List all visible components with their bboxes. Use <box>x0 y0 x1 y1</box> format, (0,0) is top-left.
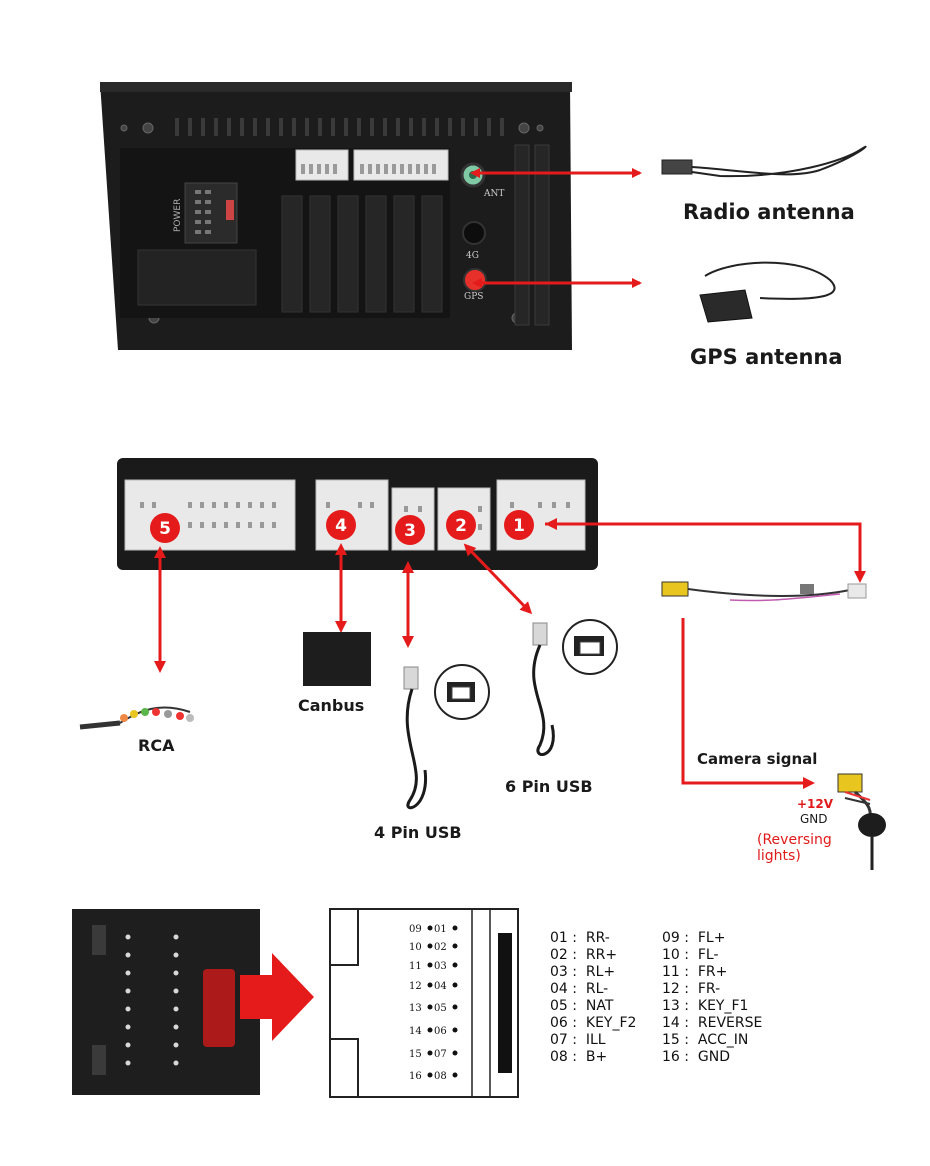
connector-5-badge <box>150 513 180 543</box>
pin-left: 11 <box>409 961 422 972</box>
pin-right: 08 <box>434 1071 447 1082</box>
power-label: POWER <box>173 199 183 232</box>
canbus-label: Canbus <box>298 696 365 715</box>
gps-antenna-device <box>699 261 836 323</box>
usb6-cable <box>532 619 618 756</box>
pin-right: 02 <box>434 942 447 953</box>
lights-label: lights) <box>757 848 801 864</box>
pin-left: 15 <box>409 1049 422 1060</box>
pin-right: 03 <box>434 961 447 972</box>
plug-arrow <box>240 953 314 1041</box>
rca-label: RCA <box>138 736 175 755</box>
connector-1-number: 1 <box>513 516 525 536</box>
pinout-entry: 09 : FL+ <box>662 930 726 946</box>
pinout-entry: 11 : FR+ <box>662 964 728 980</box>
pinout-entry: 07 : ILL <box>550 1032 606 1048</box>
pin-right: 01 <box>434 924 447 935</box>
pin-left: 09 <box>409 924 422 935</box>
pin-left: 13 <box>409 1003 422 1014</box>
pin-diagram <box>329 908 519 1098</box>
pinout-entry: 02 : RR+ <box>550 947 618 963</box>
head-unit-back-view: POWER ANT 4G GPS <box>100 82 867 350</box>
camera-signal-label: Camera signal <box>697 750 818 768</box>
pin-left: 14 <box>409 1026 422 1037</box>
pinout-entry: 04 : RL- <box>550 981 609 997</box>
4g-port <box>462 221 486 245</box>
power-plug-section: 09 01 10 02 11 03 12 04 13 05 14 06 15 07 16 08 <box>72 908 519 1098</box>
camera-harness-cable <box>661 581 867 602</box>
ant-label: ANT <box>483 189 504 199</box>
connector-5-body <box>124 479 296 551</box>
pin-right: 07 <box>434 1049 447 1060</box>
rca-cable-set <box>79 706 194 730</box>
camera-harness-arrow <box>545 522 866 583</box>
reversing-camera <box>837 773 886 870</box>
plus12v-label: +12V <box>797 797 834 811</box>
pin-left: 12 <box>409 981 422 992</box>
camera-signal-arrow <box>681 618 815 789</box>
gps-port <box>463 268 487 292</box>
pinout-entry: 14 : REVERSE <box>662 1015 763 1031</box>
pinout-entry: 05 : NAT <box>550 998 614 1014</box>
connector-diagram: 5 4 3 2 1 <box>79 458 886 870</box>
pin-left: 10 <box>409 942 422 953</box>
canbus-box <box>303 632 371 686</box>
usb4-cable <box>403 664 490 810</box>
pinout-entry: 16 : GND <box>662 1049 730 1065</box>
usb6-arrow <box>463 543 533 615</box>
connector-5-number: 5 <box>159 519 171 539</box>
radio-antenna-cable <box>661 145 867 178</box>
connector-3-badge <box>395 515 425 545</box>
pinout-entry: 15 : ACC_IN <box>662 1032 749 1048</box>
pin-left: 16 <box>409 1071 422 1082</box>
pinout-entry: 01 : RR- <box>550 930 610 946</box>
4g-label: 4G <box>466 251 479 261</box>
connector-2-badge <box>446 510 476 540</box>
usb4-label: 4 Pin USB <box>374 823 462 842</box>
pinout-entry: 10 : FL- <box>662 947 719 963</box>
pin-right: 04 <box>434 981 447 992</box>
connector-1-badge <box>504 510 534 540</box>
connector-2-number: 2 <box>455 516 467 536</box>
gps-label: GPS <box>464 292 483 302</box>
radio-antenna-label: Radio antenna <box>683 200 855 224</box>
pinout-entry: 08 : B+ <box>550 1049 608 1065</box>
pin-right: 06 <box>434 1026 447 1037</box>
pinout-entry: 12 : FR- <box>662 981 721 997</box>
connector-3-number: 3 <box>404 521 416 541</box>
usb6-label: 6 Pin USB <box>505 777 593 796</box>
connector-4-badge <box>326 510 356 540</box>
pinout-entry: 03 : RL+ <box>550 964 616 980</box>
pin-right: 05 <box>434 1003 447 1014</box>
pinout-entry: 13 : KEY_F1 <box>662 998 749 1014</box>
pinout-entry: 06 : KEY_F2 <box>550 1015 637 1031</box>
gnd-label: GND <box>800 812 828 826</box>
reversing-label: (Reversing <box>757 832 832 848</box>
gps-antenna-label: GPS antenna <box>690 345 843 369</box>
connector-4-number: 4 <box>335 516 347 536</box>
